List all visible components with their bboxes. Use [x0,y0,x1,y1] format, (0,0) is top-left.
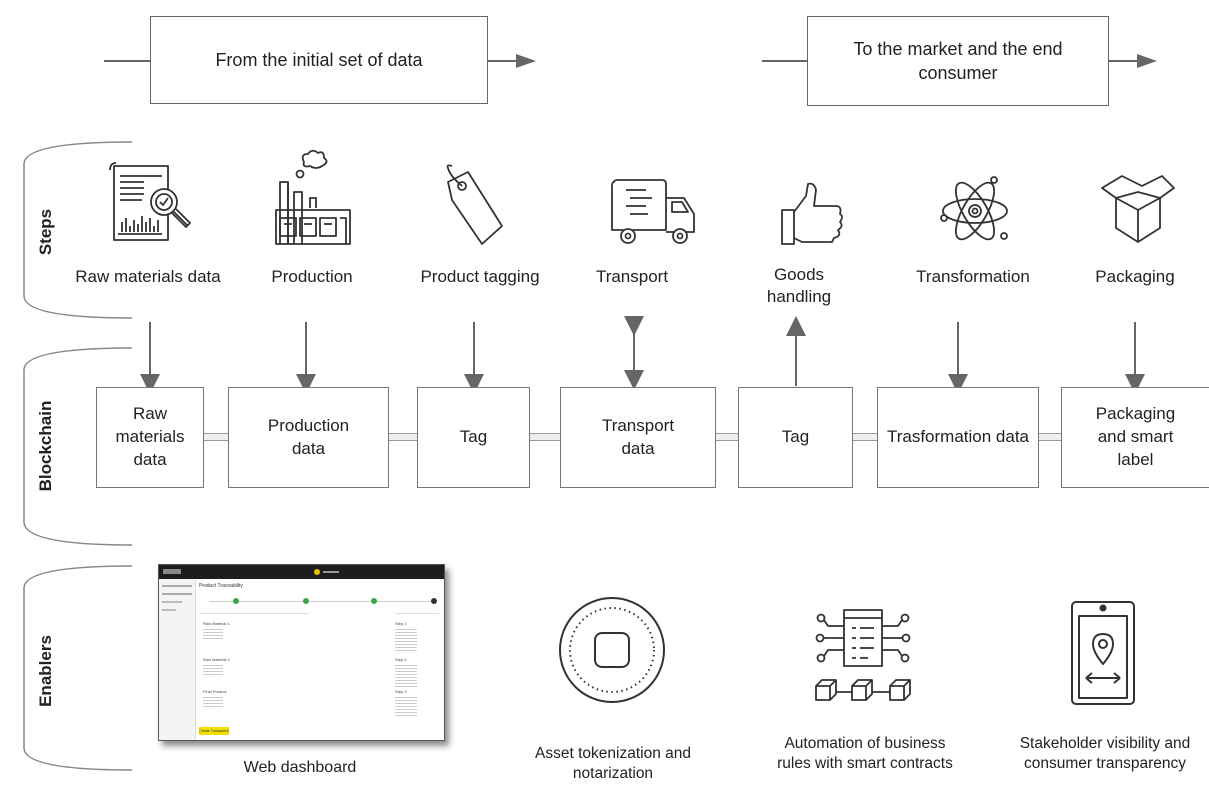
chain-block-transport: Transport data [560,387,716,488]
dashboard-step-dot-4 [431,598,437,604]
enabler-label-transparency: Stakeholder visibility and consumer tran… [1019,735,1191,773]
to-market-box: To the market and the end consumer [807,16,1109,106]
chain-block-packaging: Packaging and smart label [1061,387,1209,488]
thumbs-up-icon [781,182,843,245]
flow-line-left-start [104,60,150,62]
factory-icon [275,149,351,245]
document-chart-magnifier-icon [109,162,191,241]
token-circle-icon [559,597,665,703]
chain-link-4 [716,433,738,441]
dashboard-card-right-3: Step 3 [395,689,407,694]
step-to-chain-arrows [140,316,1145,394]
enabler-label-smart-contracts: Automation of business rules with smart … [777,735,953,773]
dashboard-card-left-2: Raw Material 2 [203,657,230,662]
smart-contract-icon [815,609,911,701]
dashboard-create-button: Create Transaction [199,727,229,735]
chain-link-3 [530,433,560,441]
section-brackets [23,141,133,771]
atom-icon [940,176,1008,241]
enablers-section-label: Enablers [36,635,55,707]
tag-icon [446,164,503,245]
chain-block-raw-materials: Raw materials data [96,387,204,488]
chain-link-5 [853,433,877,441]
dashboard-progress-line [209,601,437,602]
dashboard-card-left-1: Raw Material 1 [203,621,230,626]
chain-block-tag-2: Tag [738,387,853,488]
from-data-box: From the initial set of data [150,16,488,104]
step-label-transport: Transport [595,267,669,286]
step-label-transformation: Transformation [916,267,1030,286]
dashboard-sidebar [159,579,196,740]
dashboard-step-dot-2 [303,598,309,604]
step-label-packaging: Packaging [1095,267,1175,286]
open-box-icon [1101,175,1175,243]
enabler-label-tokenization: Asset tokenization and notarization [535,745,691,783]
from-data-label: From the initial set of data [215,49,423,70]
dashboard-card-left-3: Final Product [203,689,227,694]
chain-link-1 [204,433,228,441]
dashboard-title: Product Traceability [199,583,243,589]
flow-line-right-end [1109,60,1139,62]
truck-icon [611,179,695,244]
chain-link-6 [1039,433,1061,441]
dashboard-screenshot: Product Traceability Raw Material 1 Raw … [158,564,445,741]
dashboard-step-dot-1 [233,598,239,604]
flow-arrowhead-right [1137,54,1157,68]
dashboard-step-dot-3 [371,598,377,604]
dashboard-topbar-badge [314,569,320,575]
dashboard-card-right-1: Step 1 [395,621,407,626]
step-label-product-tagging: Product tagging [420,267,540,286]
chain-block-transformation: Trasformation data [877,387,1039,488]
flow-line-left-end [488,60,518,62]
step-label-goods-handling: Goods handling [766,265,832,307]
flow-line-right-start [762,60,808,62]
mobile-location-icon [1071,601,1135,705]
dashboard-logo [163,569,181,574]
dashboard-card-right-2: Step 2 [395,657,407,662]
flow-arrowhead-left [516,54,536,68]
dashboard-topbar [159,565,444,579]
step-label-raw-materials: Raw materials data [75,267,221,286]
to-market-label: To the market and the end consumer [853,38,1063,83]
step-label-production: Production [271,267,353,286]
chain-block-production: Production data [228,387,389,488]
chain-block-tag-1: Tag [417,387,530,488]
chain-link-2 [389,433,417,441]
enabler-label-web-dashboard: Web dashboard [243,759,357,776]
